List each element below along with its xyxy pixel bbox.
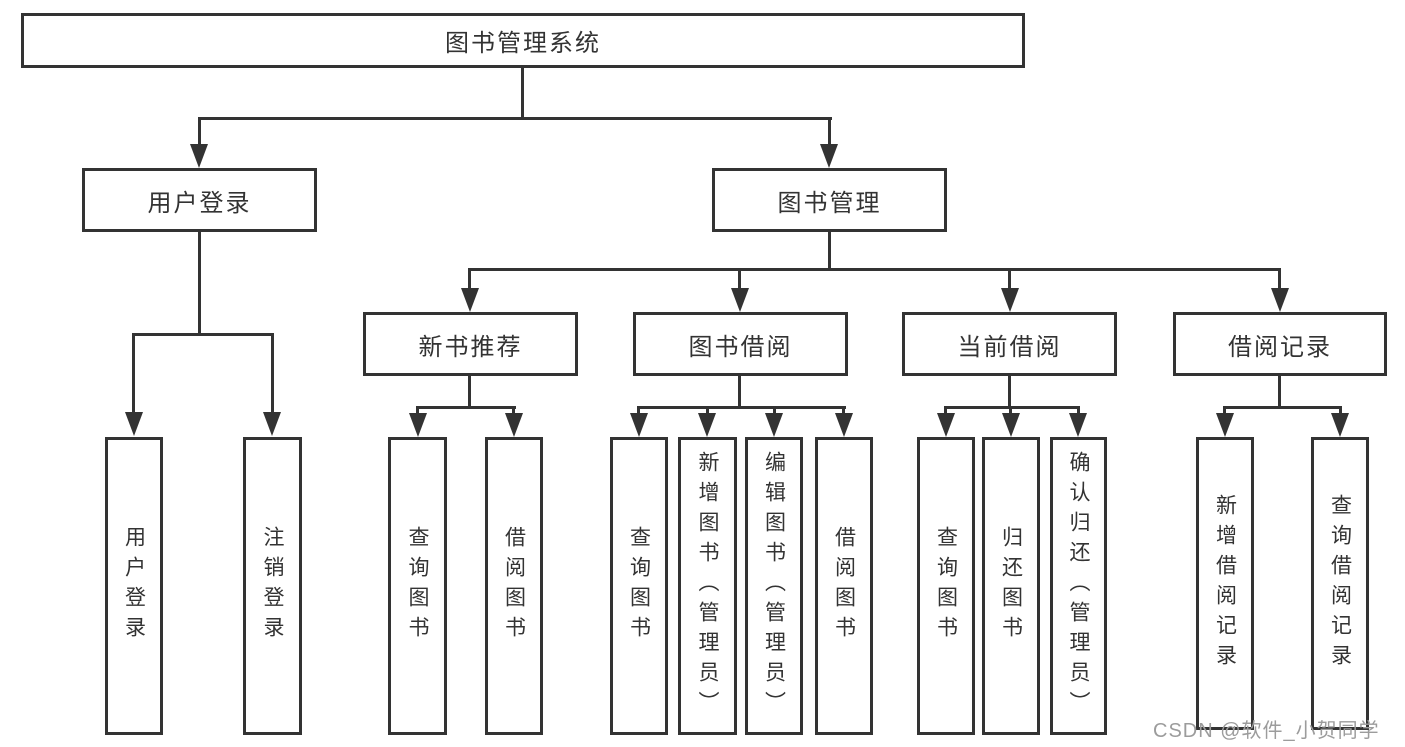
connector-bookmgmt-drop (828, 117, 831, 147)
connector-level1-horizontal (199, 117, 832, 120)
connector-leaf-drop (512, 406, 515, 416)
leaf-logout: 注销登录 (243, 437, 302, 735)
arrow-down-icon (630, 413, 648, 437)
connector-leaf-drop (1077, 406, 1080, 416)
arrow-down-icon (1331, 413, 1349, 437)
node-new-book-recommend-label: 新书推荐 (418, 333, 523, 361)
connector-leaf-drop (1223, 406, 1226, 416)
node-root: 图书管理系统 (21, 13, 1025, 68)
connector-stem (1008, 376, 1011, 408)
node-borrow-records: 借阅记录 (1173, 312, 1387, 376)
arrow-down-icon (190, 144, 208, 168)
leaf-confirm-return-admin-label: 确认归还（管理员） (1067, 451, 1090, 721)
leaf-return-book-label: 归还图书 (999, 526, 1023, 646)
connector-leaf-drop (706, 406, 709, 416)
node-book-borrow-label: 图书借阅 (688, 333, 793, 361)
arrow-down-icon (937, 413, 955, 437)
arrow-down-icon (698, 413, 716, 437)
leaf-query-book-current-label: 查询图书 (934, 526, 958, 646)
leaf-edit-book-admin-label: 编辑图书（管理员） (762, 451, 786, 721)
connector-horizontal (1223, 406, 1342, 409)
csdn-watermark: CSDN @软件_小贺同学 (1153, 720, 1380, 742)
node-book-borrow: 图书借阅 (633, 312, 848, 376)
connector-leaf-drop (842, 406, 845, 416)
connector-leaf-drop (416, 406, 419, 416)
connector-level3-horizontal (469, 268, 1281, 271)
connector-leaf-drop (1339, 406, 1342, 416)
leaf-add-book-admin-label: 新增图书（管理员） (696, 451, 719, 721)
arrow-down-icon (835, 413, 853, 437)
leaf-user-login: 用户登录 (105, 437, 163, 735)
node-book-management-label: 图书管理 (777, 189, 882, 217)
connector-l3-drop (1008, 268, 1011, 290)
arrow-down-icon (731, 288, 749, 312)
arrow-down-icon (1216, 413, 1234, 437)
node-user-login-label: 用户登录 (147, 189, 252, 217)
arrow-down-icon (1069, 413, 1087, 437)
leaf-query-book-recommend-label: 查询图书 (406, 526, 429, 646)
leaf-query-book-recommend: 查询图书 (388, 437, 447, 735)
leaf-borrow-book-recommend: 借阅图书 (485, 437, 543, 735)
connector-horizontal (944, 406, 1080, 409)
leaf-add-borrow-record-label: 新增借阅记录 (1213, 493, 1237, 674)
node-current-borrow: 当前借阅 (902, 312, 1117, 376)
connector-horizontal (637, 406, 846, 409)
connector-leaf-drop (944, 406, 947, 416)
arrow-down-icon (125, 412, 143, 436)
connector-stem (1278, 376, 1281, 408)
arrow-down-icon (1001, 288, 1019, 312)
connector-leaf-drop (773, 406, 776, 416)
leaf-edit-book-admin: 编辑图书（管理员） (745, 437, 803, 735)
connector-userlogin-stem (198, 232, 201, 335)
arrow-down-icon (1002, 413, 1020, 437)
connector-l3-drop (468, 268, 471, 290)
leaf-borrow-book: 借阅图书 (815, 437, 873, 735)
leaf-query-borrow-record: 查询借阅记录 (1311, 437, 1369, 730)
connector-userlogin-drop (198, 117, 201, 147)
arrow-down-icon (461, 288, 479, 312)
connector-stem (738, 376, 741, 408)
node-new-book-recommend: 新书推荐 (363, 312, 578, 376)
leaf-user-login-label: 用户登录 (122, 526, 146, 646)
leaf-add-borrow-record: 新增借阅记录 (1196, 437, 1254, 730)
connector-leaf-drop (637, 406, 640, 416)
connector-leaf-drop (271, 333, 274, 414)
leaf-return-book: 归还图书 (982, 437, 1040, 735)
leaf-query-book-borrow-label: 查询图书 (627, 526, 651, 646)
arrow-down-icon (765, 413, 783, 437)
arrow-down-icon (820, 144, 838, 168)
node-current-borrow-label: 当前借阅 (957, 333, 1062, 361)
leaf-borrow-book-recommend-label: 借阅图书 (502, 526, 526, 646)
node-user-login: 用户登录 (82, 168, 317, 232)
connector-leaf-drop (1009, 406, 1012, 416)
leaf-query-borrow-record-label: 查询借阅记录 (1328, 493, 1352, 674)
connector-stem (468, 376, 471, 408)
connector-leaf-drop (132, 333, 135, 414)
connector-horizontal (416, 406, 516, 409)
node-root-label: 图书管理系统 (445, 30, 601, 57)
connector-root-stem (521, 68, 524, 119)
arrow-down-icon (505, 413, 523, 437)
connector-bookmgmt-stem (828, 232, 831, 270)
arrow-down-icon (409, 413, 427, 437)
leaf-query-book-borrow: 查询图书 (610, 437, 668, 735)
connector-l3-drop (1278, 268, 1281, 290)
node-book-management: 图书管理 (712, 168, 947, 232)
node-borrow-records-label: 借阅记录 (1228, 333, 1332, 361)
leaf-logout-label: 注销登录 (261, 526, 284, 646)
leaf-confirm-return-admin: 确认归还（管理员） (1050, 437, 1107, 735)
leaf-add-book-admin: 新增图书（管理员） (678, 437, 737, 735)
leaf-query-book-current: 查询图书 (917, 437, 975, 735)
connector-userlogin-horizontal (132, 333, 274, 336)
connector-l3-drop (738, 268, 741, 290)
leaf-borrow-book-label: 借阅图书 (832, 526, 856, 646)
arrow-down-icon (1271, 288, 1289, 312)
arrow-down-icon (263, 412, 281, 436)
